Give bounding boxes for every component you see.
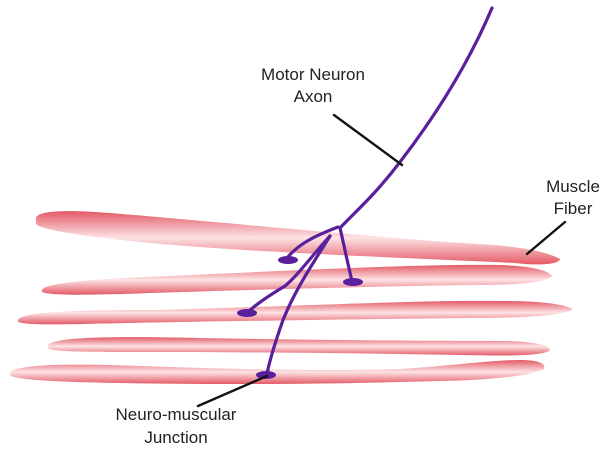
endplate-3 bbox=[237, 309, 257, 317]
label-muscle-fiber-line2: Fiber bbox=[554, 199, 593, 218]
leader-line-fiber bbox=[527, 222, 565, 254]
muscle-fiber-4 bbox=[48, 337, 550, 355]
muscle-fiber-5 bbox=[10, 360, 544, 384]
label-junction-line1: Neuro-muscular bbox=[116, 405, 237, 424]
muscle-fiber-3 bbox=[18, 301, 573, 325]
label-motor-neuron-line1: Motor Neuron bbox=[261, 65, 365, 84]
endplate-1 bbox=[278, 256, 298, 264]
label-junction-line2: Junction bbox=[144, 428, 207, 447]
endplate-4 bbox=[256, 371, 276, 379]
axon-trunk bbox=[340, 8, 492, 228]
muscle-fiber-1 bbox=[36, 211, 560, 264]
leader-line-axon bbox=[334, 115, 402, 165]
label-motor-neuron-line2: Axon bbox=[294, 87, 333, 106]
label-muscle-fiber-line1: Muscle bbox=[546, 177, 600, 196]
endplate-2 bbox=[343, 278, 363, 286]
